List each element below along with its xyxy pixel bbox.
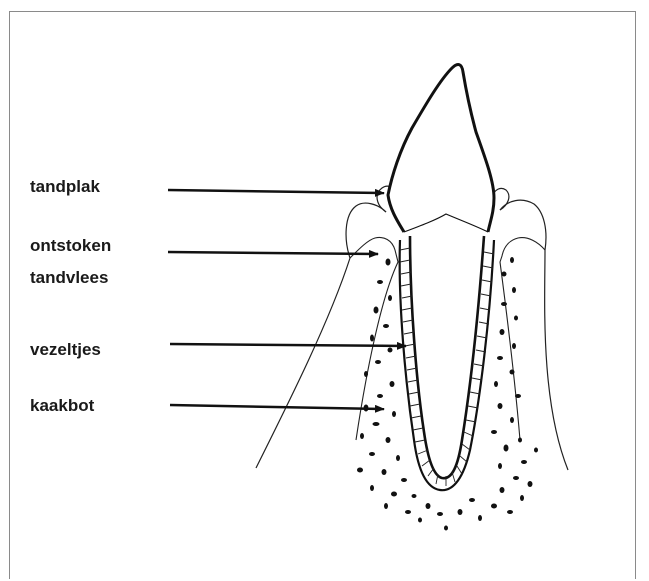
arrow-fibers — [170, 344, 406, 346]
label-plaque: tandplak — [30, 177, 100, 197]
label-inflamed-gum-line2: tandvlees — [30, 268, 108, 288]
arrow-gum — [168, 252, 378, 254]
tooth-crown — [388, 65, 494, 232]
gum-inner-right — [500, 238, 545, 440]
label-fibers: vezeltjes — [30, 340, 101, 360]
arrow-bone — [170, 405, 384, 409]
label-jawbone: kaakbot — [30, 396, 94, 416]
arrow-plaque — [168, 190, 384, 193]
label-inflamed-gum-line1: ontstoken — [30, 236, 111, 256]
root-inner — [410, 236, 484, 478]
